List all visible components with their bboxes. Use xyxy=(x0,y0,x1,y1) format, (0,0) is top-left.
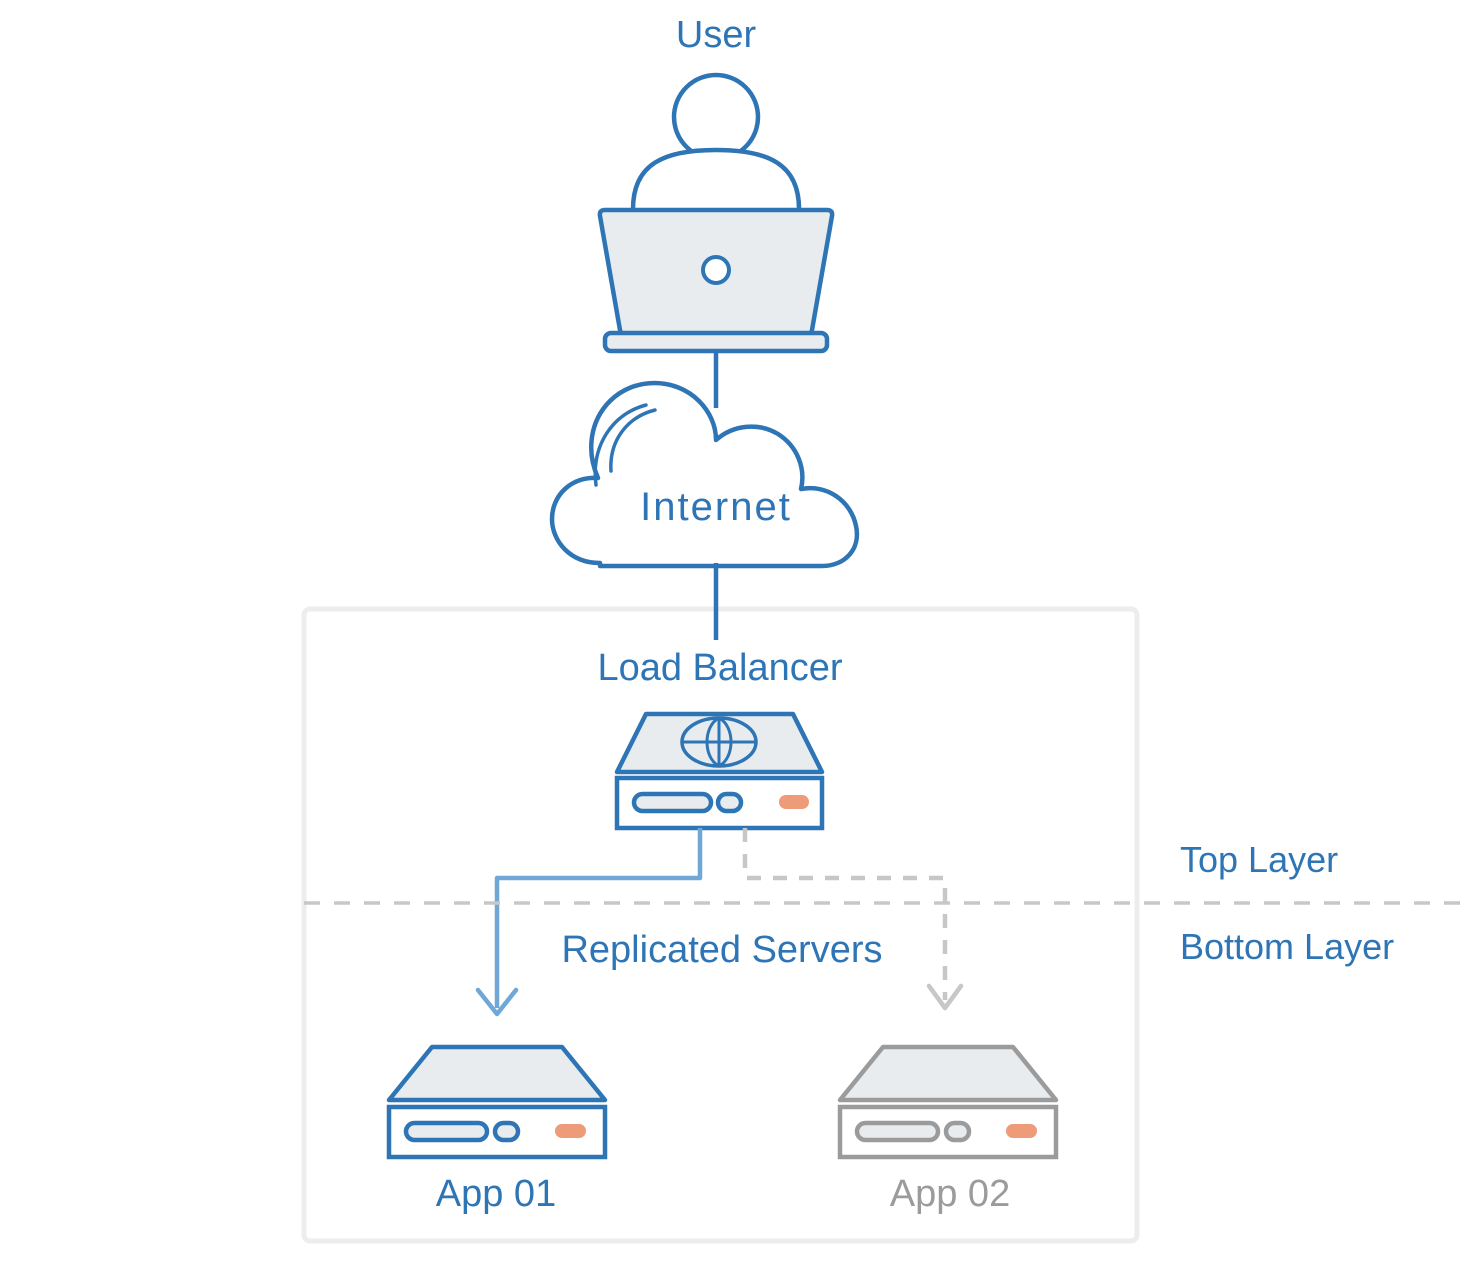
cloud-icon: Internet xyxy=(549,380,860,640)
connector-to-app-01 xyxy=(475,828,703,1017)
server-icon xyxy=(837,1044,1059,1160)
load-balancer-label: Load Balancer xyxy=(597,647,842,689)
app-02-label: App 02 xyxy=(890,1173,1010,1215)
internet-label: Internet xyxy=(640,485,792,529)
bottom-layer-label: Bottom Layer xyxy=(1180,926,1394,967)
top-layer-label: Top Layer xyxy=(1180,839,1338,880)
app-01-node: App 01 xyxy=(386,1044,608,1215)
replicated-servers-label: Replicated Servers xyxy=(561,929,882,971)
server-icon xyxy=(386,1044,608,1160)
user-laptop-icon xyxy=(597,72,835,408)
app-02-node: App 02 xyxy=(837,1044,1059,1215)
status-led xyxy=(555,1124,586,1138)
connector-to-app-02 xyxy=(742,828,964,1011)
server-globe-icon xyxy=(614,711,825,831)
app-01-label: App 01 xyxy=(436,1173,556,1215)
status-led xyxy=(1006,1124,1037,1138)
layer-container-box xyxy=(301,606,1140,1244)
user-label: User xyxy=(676,14,757,56)
globe-icon xyxy=(680,716,758,768)
status-led xyxy=(779,795,809,809)
